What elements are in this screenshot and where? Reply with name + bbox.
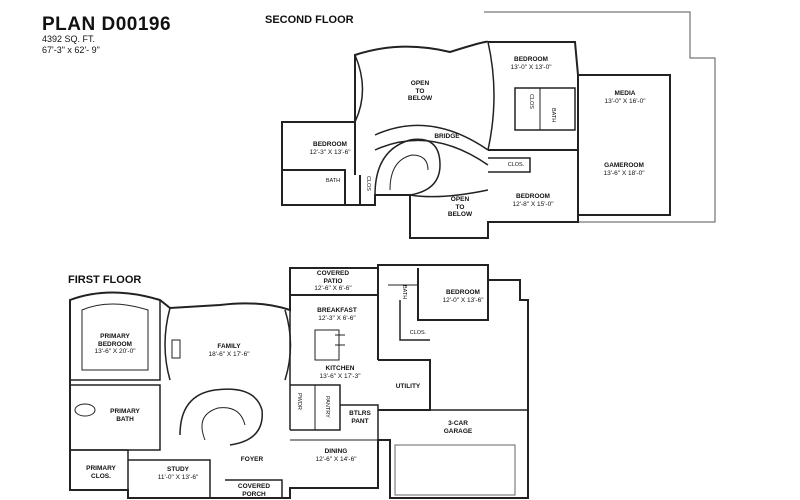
room-butlers-pantry: BTLRS PANT xyxy=(349,410,371,425)
closet-upper-top: CLOS xyxy=(528,94,534,109)
roof-outline xyxy=(484,11,716,223)
second-floor-title: SECOND FLOOR xyxy=(265,14,354,26)
room-covered-porch: COVERED PORCH xyxy=(237,483,271,498)
room-pantry: PANTRY xyxy=(324,396,330,418)
room-bath-upper: BATH xyxy=(325,178,341,184)
first-floor-title: FIRST FLOOR xyxy=(68,274,142,286)
closet-upper-left: CLOS xyxy=(365,176,371,191)
closet-lower: CLOS. xyxy=(409,330,427,336)
room-foyer: FOYER xyxy=(240,456,264,463)
square-footage: 4392 SQ. FT. xyxy=(42,34,96,44)
second-floor-outline xyxy=(281,40,671,239)
room-powder: PWDR xyxy=(296,393,302,410)
bridge-label: BRIDGE xyxy=(434,133,460,140)
room-garage: 3-CAR GARAGE xyxy=(443,420,473,435)
overall-dimensions: 67'-3" x 62'- 9" xyxy=(42,45,100,55)
plan-title: PLAN D00196 xyxy=(42,14,172,35)
room-open-to-below-top: OPEN TO BELOW xyxy=(407,80,433,102)
room-primary-bath: PRIMARY BATH xyxy=(110,408,140,423)
room-open-to-below-bottom: OPEN TO BELOW xyxy=(447,196,473,218)
room-bath-lower: BATH xyxy=(401,285,407,300)
first-floor-outline xyxy=(69,264,529,499)
closet-upper-mid: CLOS. xyxy=(507,162,525,168)
room-bath-upper-right: BATH xyxy=(550,108,556,123)
room-primary-closet: PRIMARY CLOS. xyxy=(86,465,116,480)
room-utility: UTILITY xyxy=(395,383,421,390)
